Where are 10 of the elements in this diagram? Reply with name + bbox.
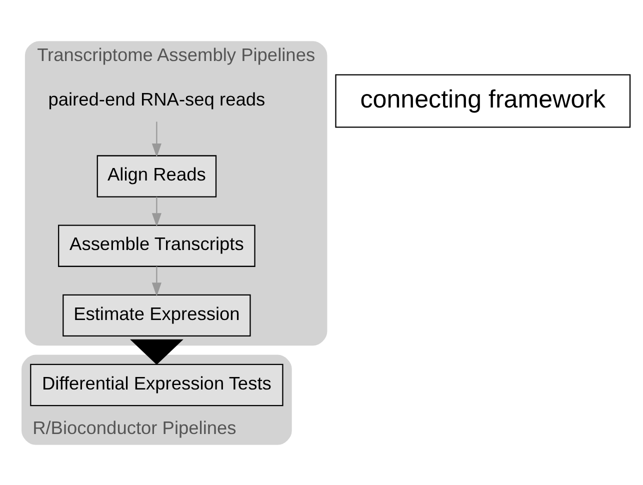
arrow	[152, 196, 162, 226]
node-box: Assemble Transcripts	[58, 224, 256, 266]
node-text: paired-end RNA-seq reads	[48, 88, 266, 109]
arrow	[152, 266, 162, 296]
node-box: Estimate Expression	[62, 294, 251, 336]
node-box: Differential Expression Tests	[30, 363, 284, 406]
arrow	[152, 121, 162, 157]
arrow	[130, 338, 184, 364]
node-box: connecting framework	[335, 74, 631, 128]
node-box: Align Reads	[96, 154, 217, 197]
